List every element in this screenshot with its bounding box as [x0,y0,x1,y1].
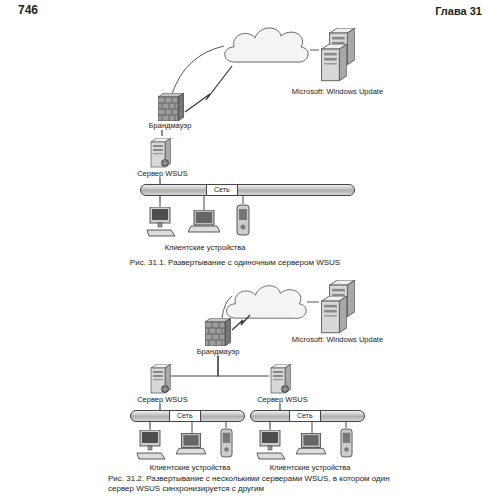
laptop-icon [176,433,206,454]
node-label: Брандмауэр [170,348,266,356]
node-text: Клиентские устройства [120,244,290,252]
network-link [218,356,255,376]
update-service: Microsoft: Windows Update [285,28,390,96]
node-text: Сервер WSUS [115,396,210,404]
network-tab: Сеть [206,185,238,195]
network-band: Сеть [140,184,355,196]
firewall: Брандмауэр [190,316,246,356]
network-link [269,422,270,427]
desktop-icon [257,430,285,459]
internet-cloud [227,286,307,319]
node-text: Сервер WSUS [115,170,210,178]
node-label: Сервер WSUS [115,396,210,404]
network-link [149,422,150,427]
uplink-line [222,296,232,318]
firewall: Брандмауэр [140,92,200,130]
figure-caption: Рис. 31.2. Развертывание с несколькими с… [108,474,408,493]
pda-icon [341,429,352,457]
node-text: Сеть [297,411,313,421]
node-text: Клиентские устройства [115,464,265,472]
network-link [159,178,160,184]
figure-caption: Рис. 31.1. Развертывание с одиночным сер… [0,258,470,268]
pda-icon [237,205,249,235]
wsus-server-icon [151,138,171,167]
chapter-header: Глава 31 [400,5,482,18]
client-devices: Клиентские устройства [140,202,270,252]
node-label: Брандмауэр [120,122,220,130]
node-text: Сервер WSUS [235,396,330,404]
node-text: Сеть [214,185,230,195]
node-label: Microsoft: Windows Update [265,336,410,344]
update-service: Microsoft: Windows Update [285,280,390,344]
node-text: Сеть [177,411,193,421]
internet-cloud [225,28,308,62]
wsus-server: Сервер WSUS [255,362,310,404]
network-link [279,404,280,410]
page-number: 746 [18,4,78,18]
node-label: Сервер WSUS [115,170,210,178]
node-text: Microsoft: Windows Update [265,336,410,344]
client-devices: Клиентские устройства [255,427,365,472]
wsus-server-icon [271,364,291,393]
wsus-server-icon [151,364,171,393]
network-link [190,356,218,376]
server-link [171,375,269,376]
network-link [161,130,162,136]
node-label: Клиентские устройства [115,464,265,472]
node-text: Microsoft: Windows Update [265,88,410,96]
network-band: Сеть [250,410,365,422]
node-text: Клиентские устройства [235,464,385,472]
wsus-server: Сервер WSUS [135,362,190,404]
pda-icon [221,429,232,457]
firewall-icon [158,93,184,121]
cloud-link [310,50,319,51]
update-servers-icon [322,280,355,333]
client-devices: Клиентские устройства [135,427,245,472]
node-text: Брандмауэр [170,348,266,356]
wan-link-bolt [232,315,250,330]
device-drop [160,196,243,210]
desktop-icon [147,207,175,236]
network-band: Сеть [130,410,245,422]
network-link [159,404,160,410]
laptop-icon [296,433,326,454]
network-link [159,196,160,202]
network-tab: Сеть [169,411,201,421]
device-drop [150,422,346,433]
update-servers-icon [322,28,355,81]
wsus-server: Сервер WSUS [135,136,190,178]
cloud-link [307,302,319,303]
node-label: Клиентские устройства [235,464,385,472]
node-label: Microsoft: Windows Update [265,88,410,96]
node-text: Брандмауэр [120,122,220,130]
node-label: Клиентские устройства [120,244,290,252]
firewall-icon [205,318,231,346]
wan-link-bolt [185,66,232,112]
desktop-icon [137,430,165,459]
node-label: Сервер WSUS [235,396,330,404]
network-tab: Сеть [289,411,321,421]
laptop-icon [188,210,220,232]
